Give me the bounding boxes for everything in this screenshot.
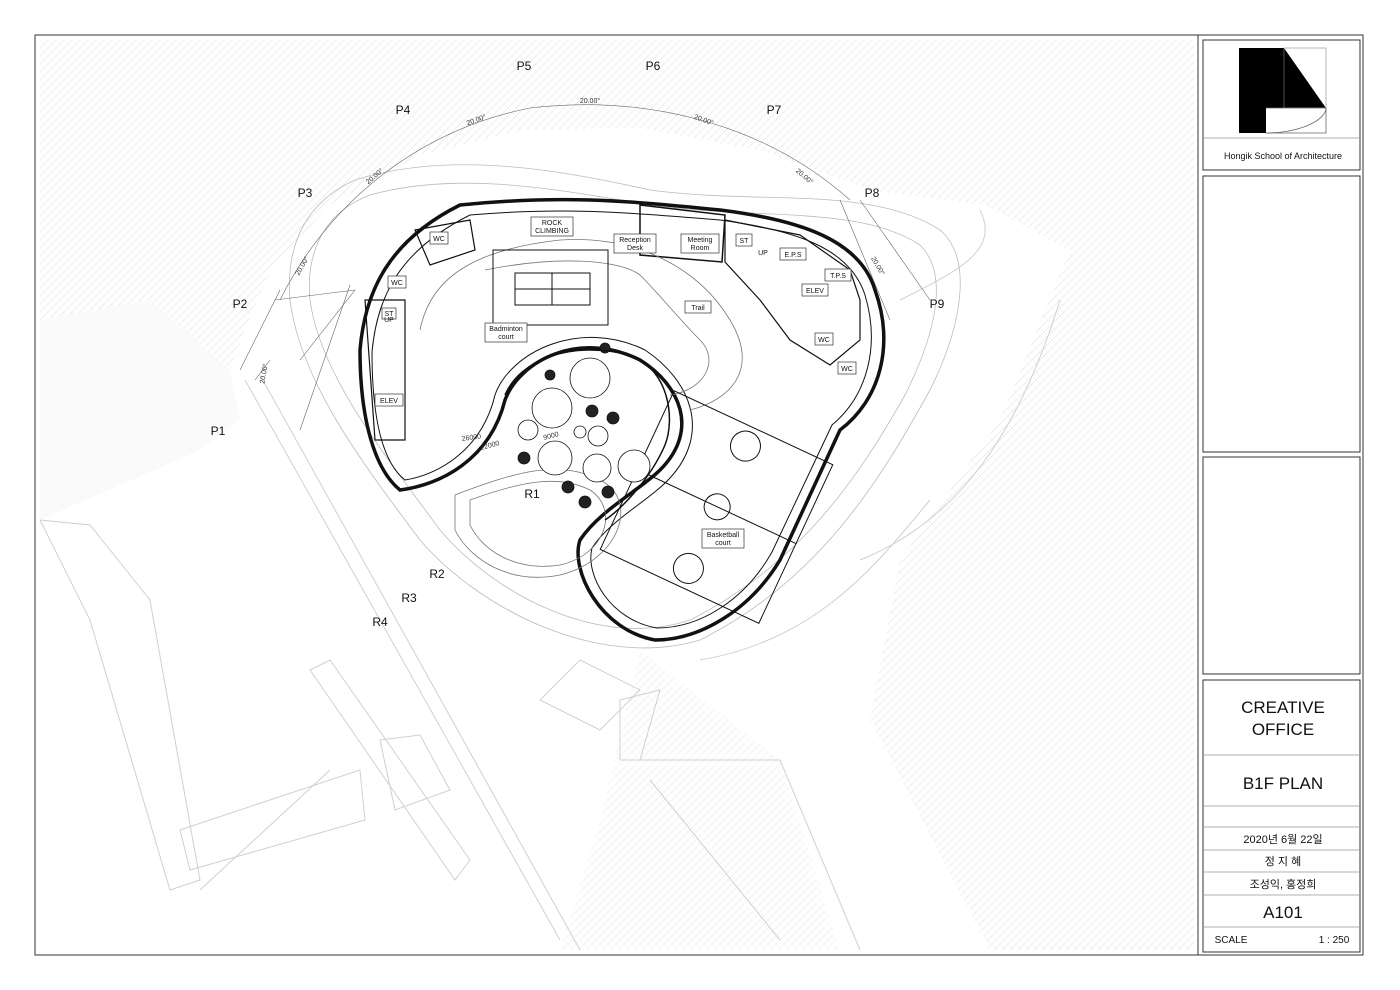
label-wc-east-1: WC	[818, 337, 830, 344]
label-up-east: UP	[758, 250, 768, 257]
label-tps: T.P.S	[830, 273, 846, 280]
project-title-line1: CREATIVE	[1241, 698, 1325, 717]
label-up-west: UP	[384, 317, 394, 324]
scale-label: SCALE	[1215, 935, 1248, 946]
landscape-contours	[288, 164, 961, 649]
point-labels: P1 P2 P3 P4 P5 P6 P7 P8 P9 R1 R2 R3 R4	[211, 59, 945, 629]
title-block-text: Hongik School of Architecture CREATIVE O…	[1215, 151, 1350, 946]
angle-label-7: 20.00°	[794, 167, 815, 186]
building-plan	[358, 197, 886, 642]
dimension-labels: 26000 22000 9000	[461, 431, 559, 452]
point-p9: P9	[930, 297, 945, 311]
point-p3: P3	[298, 186, 313, 200]
project-title-line2: OFFICE	[1252, 720, 1314, 739]
label-meeting-2: Room	[691, 245, 710, 252]
label-elev-west: ELEV	[380, 398, 398, 405]
school-name: Hongik School of Architecture	[1224, 151, 1342, 161]
radial-grid	[239, 104, 931, 431]
angle-label-1: 20.00°	[258, 363, 269, 385]
label-wc-west: WC	[391, 280, 403, 287]
sheet-border	[34, 34, 1364, 956]
label-meeting-1: Meeting	[688, 237, 713, 244]
site-terrain	[40, 40, 1195, 950]
angle-label-5: 20.00°	[580, 97, 601, 105]
ref-r4: R4	[372, 615, 388, 629]
label-st-east: ST	[740, 238, 750, 245]
site-context-lines	[39, 209, 1061, 951]
dim-26000: 26000	[461, 433, 481, 443]
label-rock-climbing-2: CLIMBING	[535, 228, 569, 235]
dim-22000: 22000	[480, 440, 501, 452]
point-p2: P2	[233, 297, 248, 311]
title-block-dividers	[1203, 754, 1360, 928]
label-wc-north: WC	[433, 236, 445, 243]
scale-value: 1 : 250	[1319, 935, 1350, 946]
ref-r3: R3	[401, 591, 417, 605]
label-wc-east-2: WC	[841, 366, 853, 373]
point-p4: P4	[396, 103, 411, 117]
point-p8: P8	[865, 186, 880, 200]
sheet-date: 2020년 6월 22일	[1243, 832, 1322, 846]
label-elev-east: ELEV	[806, 288, 824, 295]
label-basketball-1: Basketball	[707, 532, 740, 539]
atrium-glass-wall	[504, 349, 671, 521]
drawing-title: B1F PLAN	[1243, 774, 1323, 793]
atrium-trees	[517, 342, 651, 509]
title-block-frame	[1197, 35, 1361, 955]
ref-r2: R2	[429, 567, 445, 581]
label-reception-1: Reception	[619, 237, 651, 244]
room-label-boxes	[374, 216, 857, 549]
label-badminton-1: Badminton	[489, 326, 523, 333]
sheet-advisors: 조성익, 홍정희	[1250, 877, 1317, 891]
point-p1: P1	[211, 424, 226, 438]
angle-label-2: 20.00°	[294, 255, 311, 277]
label-badminton-2: court	[498, 334, 514, 341]
label-rock-climbing-1: ROCK	[542, 220, 563, 227]
sheet-author: 정 지 혜	[1265, 855, 1301, 868]
school-logo	[1239, 47, 1327, 134]
point-p6: P6	[646, 59, 661, 73]
angle-label-8: 20.00°	[869, 255, 886, 277]
label-trail: Trail	[691, 305, 705, 312]
dim-9000: 9000	[543, 431, 560, 442]
badminton-court	[492, 249, 609, 326]
room-labels: ROCK CLIMBING Reception Desk Meeting Roo…	[380, 220, 853, 547]
point-p7: P7	[767, 103, 782, 117]
label-reception-2: Desk	[627, 245, 643, 252]
label-eps: E.P.S	[785, 252, 802, 259]
ref-r1: R1	[524, 487, 540, 501]
label-st-west: ST	[385, 311, 395, 318]
sheet-number: A101	[1263, 903, 1303, 922]
label-basketball-2: court	[715, 540, 731, 547]
point-p5: P5	[517, 59, 532, 73]
